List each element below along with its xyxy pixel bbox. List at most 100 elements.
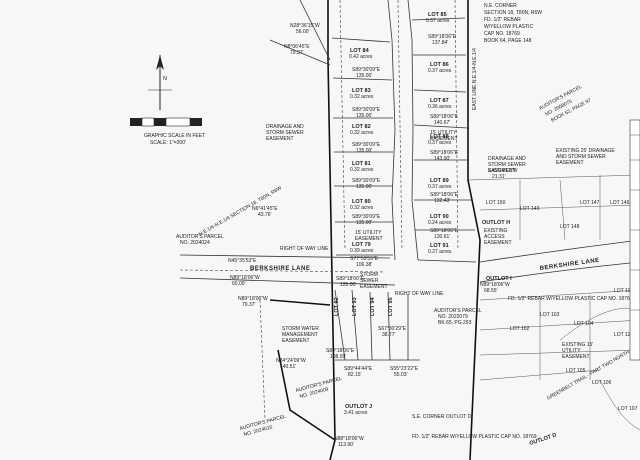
outlot-h-label: OUTLOT H [482, 220, 510, 226]
distance-label: 79.37' [242, 302, 256, 308]
bearing-label: S89°44'44"E [344, 366, 373, 372]
berkshire-lane-west-label: BERKSHIRE LANE [250, 266, 310, 272]
storm-sewer-easement: STORM SEWER EASEMENT [360, 272, 388, 290]
lot-79: LOT 790.39 acres [350, 242, 374, 254]
svg-text:STORM SEWER: STORM SEWER [266, 130, 304, 136]
lot-94: LOT 94 [370, 296, 376, 316]
east-subdivision-lines [467, 174, 640, 381]
bearing-label: N89°18'06"W [230, 275, 260, 281]
bearing-label: N84°24'09"W [276, 358, 306, 364]
distance-label: 38.77' [382, 332, 396, 338]
svg-text:STORM SEWER: STORM SEWER [488, 162, 526, 168]
bearing-label: S89°18'06"E [430, 192, 459, 198]
lot-107: LOT 107 [618, 406, 638, 412]
bearing-label: S55°23'22"E [390, 366, 419, 372]
distance-label: 82.15' [348, 372, 362, 378]
title-block-lines [630, 134, 640, 311]
svg-text:EASEMENT: EASEMENT [266, 136, 294, 142]
svg-text:LOT 79: LOT 79 [352, 242, 371, 248]
north-arrow-icon [148, 55, 172, 110]
svg-text:0.32 acres: 0.32 acres [350, 167, 374, 173]
utility-easement-east: 15' UTILITY EASEMENT [430, 130, 458, 142]
berkshire-east-edges [479, 239, 640, 283]
distance-label: 137.84' [432, 40, 448, 46]
distance-label: 21.31' [492, 174, 506, 180]
distance-label: 140.51' [280, 364, 296, 370]
svg-text:EXISTING 25' DRAINAGE: EXISTING 25' DRAINAGE [556, 148, 615, 154]
existing-access-easement: EXISTING ACCESS EASEMENT [484, 228, 512, 246]
outlot-j-area: 3.41 acres [344, 410, 368, 416]
bearing-label: S77°53'55"E [350, 256, 379, 262]
svg-text:DRAINAGE AND: DRAINAGE AND [488, 156, 526, 162]
svg-text:15' UTILITY: 15' UTILITY [355, 230, 382, 236]
lot-84: LOT 840.42 acres [349, 48, 373, 60]
se-corner-label: S.E. CORNER OUTLOT D [412, 414, 471, 420]
svg-text:0.37 acres: 0.37 acres [426, 18, 450, 24]
svg-text:STORM: STORM [360, 272, 378, 278]
lot-82: LOT 820.32 acres [350, 124, 374, 136]
svg-text:LOT 89: LOT 89 [430, 178, 449, 184]
bearing-label: S89°18'06"E [428, 34, 457, 40]
distance-label: 108.09' [330, 354, 346, 360]
auditor-parcel-2024024: AUDITOR'S PARCEL NO. 2024024 [176, 234, 224, 246]
svg-text:BOOK 64, PAGE 148: BOOK 64, PAGE 148 [484, 38, 532, 44]
utility-easement-west: 15' UTILITY EASEMENT [355, 230, 383, 242]
distance-label: 79.37' [290, 50, 304, 56]
existing-drainage-easement: EXISTING 25' DRAINAGE AND STORM SEWER EA… [556, 148, 615, 166]
bearing-label: S89°18'06"E [430, 114, 459, 120]
svg-text:LOT 87: LOT 87 [430, 98, 449, 104]
existing-utility-easement: EXISTING 15' UTILITY EASEMENT [562, 342, 593, 360]
svg-text:LOT 88: LOT 88 [430, 134, 449, 140]
outlot-i-label: OUTLOT I [486, 276, 512, 282]
svg-text:W/YELLOW PLASTIC: W/YELLOW PLASTIC [484, 24, 534, 30]
svg-text:LOT 83: LOT 83 [352, 88, 371, 94]
svg-text:DRAINAGE AND: DRAINAGE AND [266, 124, 304, 130]
bearing-label: N88°18'06"W [334, 436, 364, 442]
svg-text:FD. 1/2" REBAR: FD. 1/2" REBAR [484, 17, 521, 23]
distance-label: 143.90' [434, 156, 450, 162]
svg-text:LOT 82: LOT 82 [352, 124, 371, 130]
svg-text:MANAGEMENT: MANAGEMENT [282, 332, 318, 338]
lot-88: LOT 880.37 acres [428, 134, 452, 146]
svg-text:NO. 2022079: NO. 2022079 [438, 314, 468, 320]
bearing-label: S67°30'29"E [378, 326, 407, 332]
bearing-label: S89°30'09"E [352, 142, 381, 148]
scale-title: GRAPHIC SCALE IN FEET [144, 133, 205, 139]
bearing-label: S45°14'12"W [488, 168, 518, 174]
svg-text:AND STORM SEWER: AND STORM SEWER [556, 154, 606, 160]
svg-text:LOT 86: LOT 86 [430, 62, 449, 68]
distance-label: 68.55' [484, 288, 498, 294]
svg-text:EXISTING: EXISTING [484, 228, 507, 234]
bearing-label: S89°18'06"E [430, 228, 459, 234]
rebar-cap-label: FD. 1/2" REBAR W/YELLOW PLASTIC CAP NO. … [508, 296, 633, 302]
svg-text:EASEMENT: EASEMENT [430, 136, 458, 142]
distance-label: 130.61' [434, 234, 450, 240]
svg-text:0.32 acres: 0.32 acres [350, 130, 374, 136]
distance-label: 135.00' [356, 184, 372, 190]
lot-83: LOT 830.32 acres [350, 88, 374, 100]
bearing-label: S89°30'09"E [352, 214, 381, 220]
sheet-edge [629, 119, 640, 361]
south-lot-lines [334, 289, 420, 361]
svg-text:UTILITY: UTILITY [562, 348, 581, 354]
bearing-label: S89°18'06"E [430, 150, 459, 156]
lot-148: LOT 148 [560, 224, 580, 230]
outlot-j-label: OUTLOT J [345, 404, 372, 410]
lot-86: LOT 860.37 acres [428, 62, 452, 74]
berkshire-west-edges [179, 254, 396, 286]
svg-text:EASEMENT: EASEMENT [562, 354, 590, 360]
lot-93: LOT 93 [352, 297, 358, 316]
svg-text:NO. 2024024: NO. 2024024 [180, 240, 210, 246]
distance-label: 60.00' [232, 281, 246, 287]
lot-104: LOT 104 [574, 321, 594, 327]
nw-boundary [269, 0, 331, 66]
lot-92: LOT 92 [334, 297, 340, 316]
bearing-label: N28°36'15"W [290, 23, 320, 29]
svg-text:0.37 acres: 0.37 acres [428, 184, 452, 190]
svg-text:LOT 84: LOT 84 [350, 48, 370, 54]
svg-text:0.36 acres: 0.36 acres [428, 104, 452, 110]
svg-text:CAP NO. 18769: CAP NO. 18769 [484, 31, 520, 37]
svg-text:0.24 acres: 0.24 acres [428, 220, 452, 226]
distance-label: 113.90' [338, 442, 354, 448]
